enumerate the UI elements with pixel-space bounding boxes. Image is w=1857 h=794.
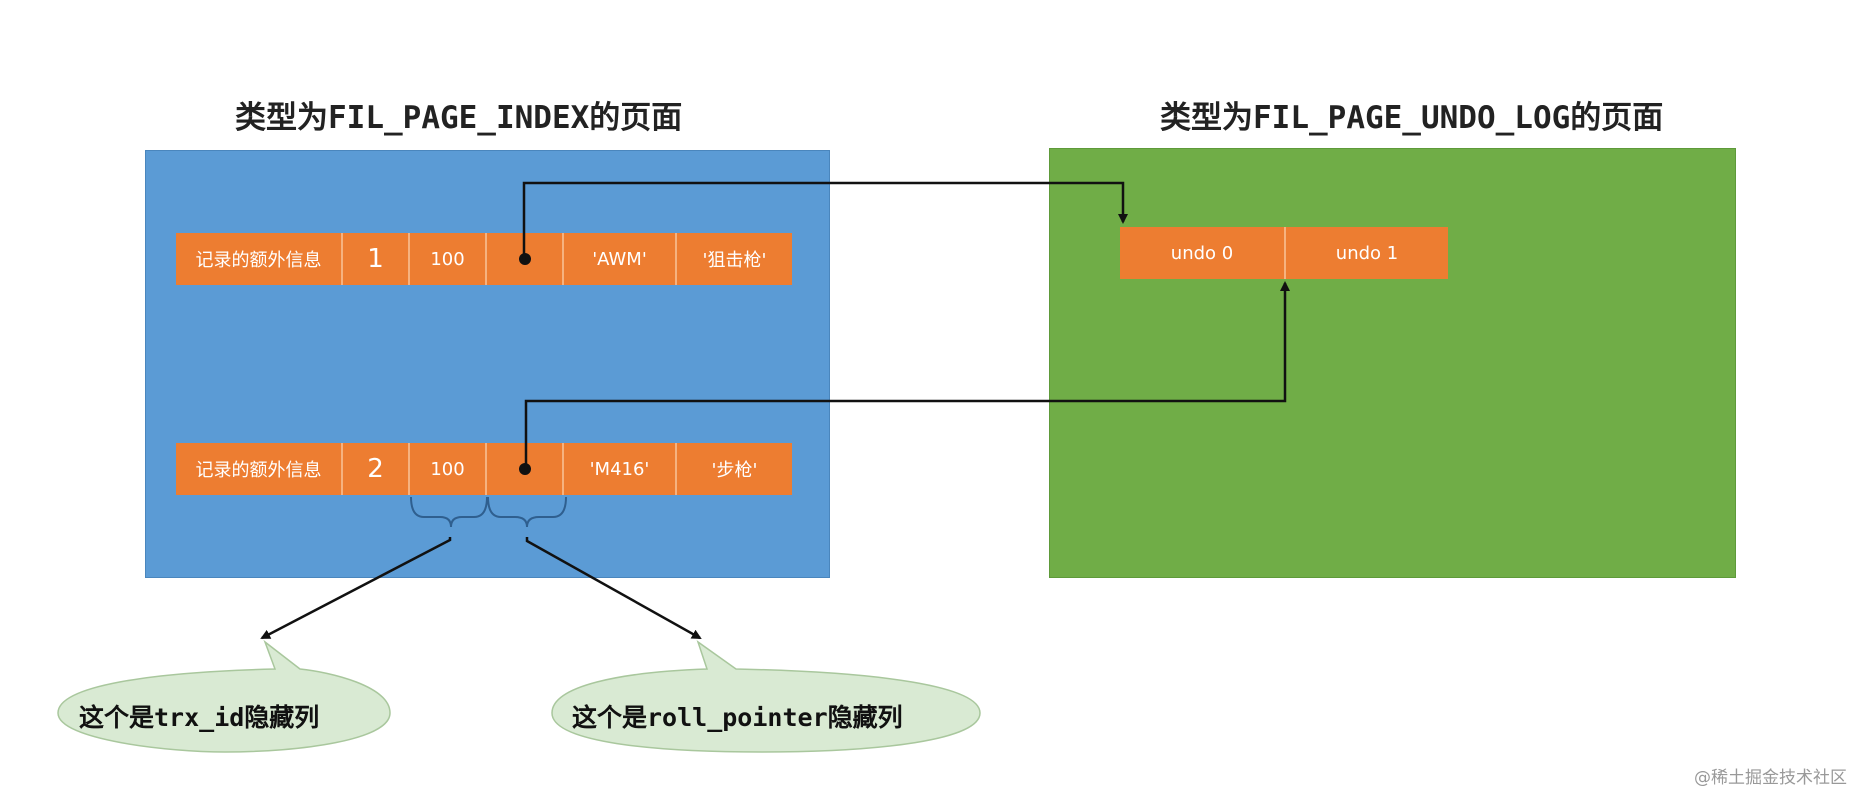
undo-log-row: undo 0 undo 1 xyxy=(1120,227,1448,279)
record-2-col2: '步枪' xyxy=(675,443,792,495)
trx-id-callout-arrow xyxy=(260,537,452,640)
record-2-roll-pointer-arrow xyxy=(524,281,1290,469)
record-2-id: 2 xyxy=(341,443,408,495)
record-1-extra-info: 记录的额外信息 xyxy=(176,233,341,285)
record-2-pointer-dot xyxy=(518,463,531,475)
record-1-col1: 'AWM' xyxy=(562,233,675,285)
trx-id-brace xyxy=(410,496,488,528)
watermark-text: @稀土掘金技术社区 xyxy=(1694,768,1847,788)
index-page-title: 类型为FIL_PAGE_INDEX的页面 xyxy=(235,100,683,136)
record-2-col1: 'M416' xyxy=(562,443,675,495)
index-page-box xyxy=(145,150,830,578)
record-2-extra-info: 记录的额外信息 xyxy=(176,443,341,495)
record-2-trx-id: 100 xyxy=(408,443,485,495)
undo-log-page-box xyxy=(1049,148,1736,578)
record-1-id: 1 xyxy=(341,233,408,285)
roll-pointer-callout-text: 这个是roll_pointer隐藏列 xyxy=(572,703,903,732)
undo-page-title: 类型为FIL_PAGE_UNDO_LOG的页面 xyxy=(1160,100,1664,136)
record-1-col2: '狙击枪' xyxy=(675,233,792,285)
record-1-trx-id: 100 xyxy=(408,233,485,285)
undo-log-0: undo 0 xyxy=(1120,227,1284,279)
trx-id-callout-bubble xyxy=(57,639,391,753)
undo-log-1: undo 1 xyxy=(1284,227,1448,279)
record-row-2: 记录的额外信息 2 100 'M416' '步枪' xyxy=(176,443,792,495)
trx-id-callout-text: 这个是trx_id隐藏列 xyxy=(79,703,320,732)
roll-pointer-brace xyxy=(487,496,567,528)
record-1-roll-pointer-arrow xyxy=(522,181,1128,259)
roll-pointer-callout-bubble xyxy=(551,640,981,753)
roll-pointer-callout-arrow xyxy=(525,537,702,640)
record-2-roll-pointer xyxy=(485,443,562,495)
